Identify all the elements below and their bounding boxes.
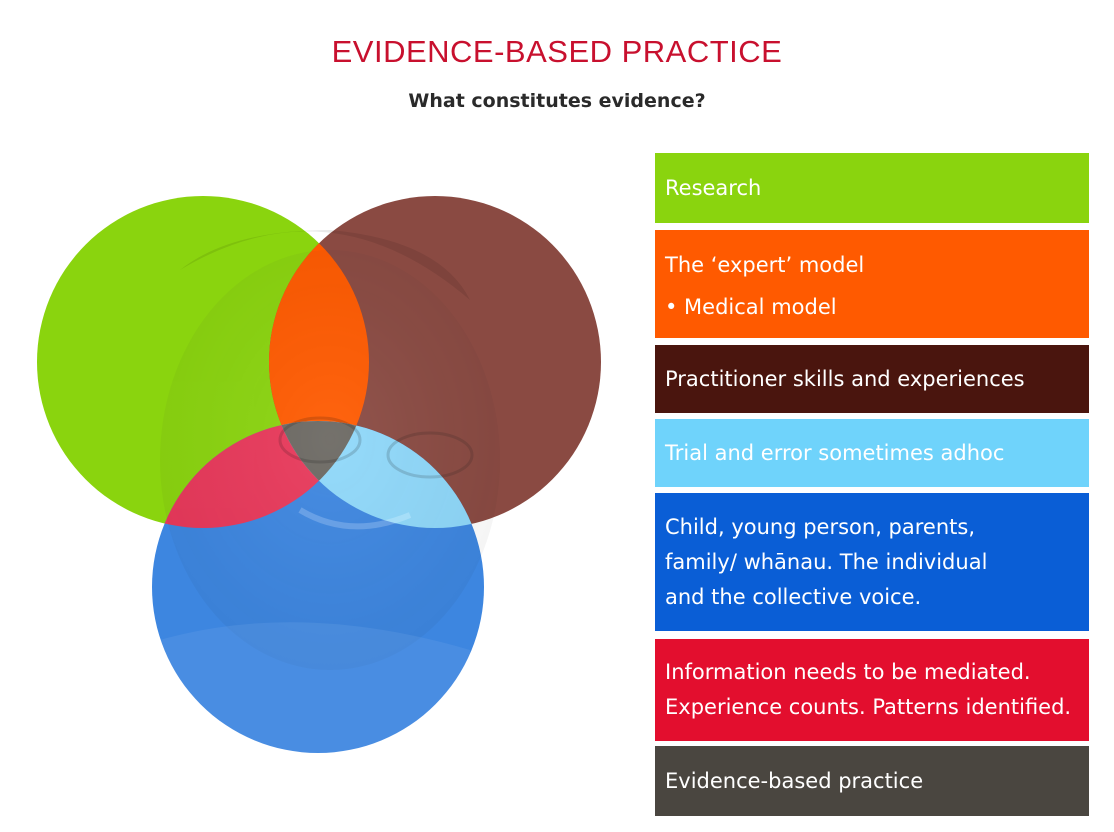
legend-voice-line-3: and the collective voice. <box>665 584 922 609</box>
legend-voice-line-2: family/ whānau. The individual <box>665 549 988 574</box>
legend-trial-text: Trial and error sometimes adhoc <box>665 440 1005 465</box>
legend-expert-model-text: The ‘expert’ model <box>665 253 865 277</box>
legend-evidence-text: Evidence-based practice <box>665 768 924 793</box>
legend-collective-voice: Child, young person, parents, family/ wh… <box>655 493 1089 631</box>
legend-mediated: Information needs to be mediated. Experi… <box>655 639 1089 741</box>
legend-research-text: Research <box>665 175 762 200</box>
legend-trial-and-error: Trial and error sometimes adhoc <box>655 419 1089 487</box>
legend-practitioner-text: Practitioner skills and experiences <box>665 366 1025 391</box>
page-title: EVIDENCE-BASED PRACTICE <box>331 34 783 69</box>
legend-practitioner: Practitioner skills and experiences <box>655 345 1089 413</box>
legend-research: Research <box>655 153 1089 223</box>
legend-mediated-line-2: Experience counts. Patterns identified. <box>665 695 1072 719</box>
child-photo-overlay <box>160 230 500 760</box>
legend-expert-model: The ‘expert’ model • Medical model <box>655 230 1089 338</box>
legend-medical-model-text: • Medical model <box>665 295 837 319</box>
legend-evidence-based: Evidence-based practice <box>655 746 1089 816</box>
page-subtitle: What constitutes evidence? <box>408 90 706 112</box>
legend-mediated-line-1: Information needs to be mediated. <box>665 660 1031 684</box>
legend-voice-line-1: Child, young person, parents, <box>665 514 976 539</box>
venn-diagram <box>37 196 601 760</box>
